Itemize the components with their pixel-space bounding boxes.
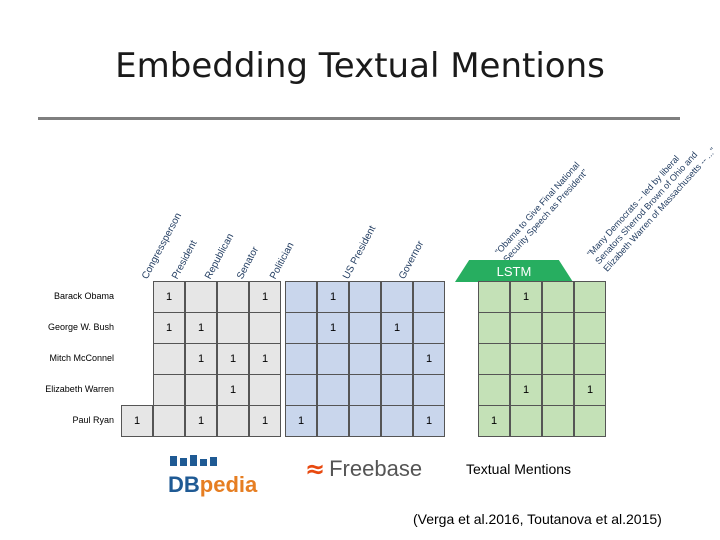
column-header: Governor [397, 239, 427, 282]
column-header: Republican [203, 231, 237, 282]
row-label: Barack Obama [53, 291, 114, 301]
kb-cell [217, 281, 249, 313]
text-mention-cell [542, 405, 574, 437]
text-mention-cell [510, 405, 542, 437]
kb-cell [381, 405, 413, 437]
kb-cell [153, 343, 185, 375]
citation: (Verga et al.2016, Toutanova et al.2015) [413, 511, 662, 527]
kb-cell: 1 [317, 281, 349, 313]
kb-cell: 1 [381, 312, 413, 344]
kb-cell: 1 [121, 405, 153, 437]
kb-cell [285, 343, 317, 375]
kb-cell: 1 [185, 312, 217, 344]
text-mention-cell [510, 312, 542, 344]
title-divider [38, 117, 680, 120]
text-mention-cell: 1 [510, 281, 542, 313]
text-mention-cell [542, 281, 574, 313]
row-label: Paul Ryan [72, 415, 114, 425]
kb-cell: 1 [185, 343, 217, 375]
kb-cell [349, 343, 381, 375]
column-header: President [170, 238, 200, 282]
kb-cell [317, 374, 349, 406]
freebase-logo: ≈ Freebase [305, 455, 423, 483]
kb-cell: 1 [217, 374, 249, 406]
dbpedia-logo-bars [170, 455, 217, 466]
kb-cell: 1 [153, 312, 185, 344]
text-mention-cell [542, 343, 574, 375]
text-mention-cell [510, 343, 542, 375]
text-mention-cell [574, 343, 606, 375]
column-header: Politician [268, 240, 297, 282]
kb-cell: 1 [413, 343, 445, 375]
kb-cell [413, 281, 445, 313]
kb-cell [381, 374, 413, 406]
kb-cell [249, 312, 281, 344]
kb-cell: 1 [185, 405, 217, 437]
text-mention-cell [478, 281, 510, 313]
column-header: US President [341, 223, 379, 282]
kb-cell: 1 [285, 405, 317, 437]
text-mention-cell [574, 281, 606, 313]
kb-cell: 1 [249, 281, 281, 313]
kb-cell: 1 [317, 312, 349, 344]
text-mention-cell [478, 312, 510, 344]
kb-cell [285, 281, 317, 313]
textual-mentions-label: Textual Mentions [466, 461, 572, 477]
page-title: Embedding Textual Mentions [115, 46, 605, 86]
text-mention-cell [574, 312, 606, 344]
kb-cell [381, 343, 413, 375]
text-mention-cell: 1 [478, 405, 510, 437]
text-mention-cell: 1 [510, 374, 542, 406]
kb-cell [217, 312, 249, 344]
kb-cell: 1 [413, 405, 445, 437]
kb-cell [285, 312, 317, 344]
kb-cell [185, 374, 217, 406]
kb-cell [349, 374, 381, 406]
kb-cell [153, 405, 185, 437]
column-header: Senator [235, 245, 262, 282]
dbpedia-logo: DBpedia [168, 453, 257, 498]
kb-cell [349, 405, 381, 437]
kb-cell [349, 281, 381, 313]
kb-cell: 1 [217, 343, 249, 375]
text-mention-cell [478, 343, 510, 375]
row-label: Mitch McConnel [49, 353, 114, 363]
kb-cell [153, 374, 185, 406]
row-label: Elizabeth Warren [45, 384, 114, 394]
kb-cell [249, 374, 281, 406]
kb-cell [285, 374, 317, 406]
kb-cell [349, 312, 381, 344]
kb-cell [217, 405, 249, 437]
text-mention-cell: 1 [574, 374, 606, 406]
lstm-encoder-badge: LSTM [455, 260, 573, 282]
kb-cell: 1 [249, 343, 281, 375]
kb-cell [185, 281, 217, 313]
text-mention-cell [542, 374, 574, 406]
text-mention-cell [542, 312, 574, 344]
text-mention-cell [574, 405, 606, 437]
freebase-wave-icon: ≈ [305, 455, 326, 483]
kb-cell [381, 281, 413, 313]
kb-cell [413, 312, 445, 344]
text-mention-header: "Obama to Give Final National Security S… [493, 159, 590, 265]
kb-cell: 1 [249, 405, 281, 437]
text-mention-header: "Many Democrats -- led by liberal Senato… [585, 145, 718, 274]
dbpedia-logo-text: DBpedia [168, 472, 258, 497]
row-label: George W. Bush [47, 322, 114, 332]
kb-cell: 1 [153, 281, 185, 313]
text-mention-cell [478, 374, 510, 406]
kb-cell [317, 405, 349, 437]
kb-cell [317, 343, 349, 375]
kb-cell [413, 374, 445, 406]
